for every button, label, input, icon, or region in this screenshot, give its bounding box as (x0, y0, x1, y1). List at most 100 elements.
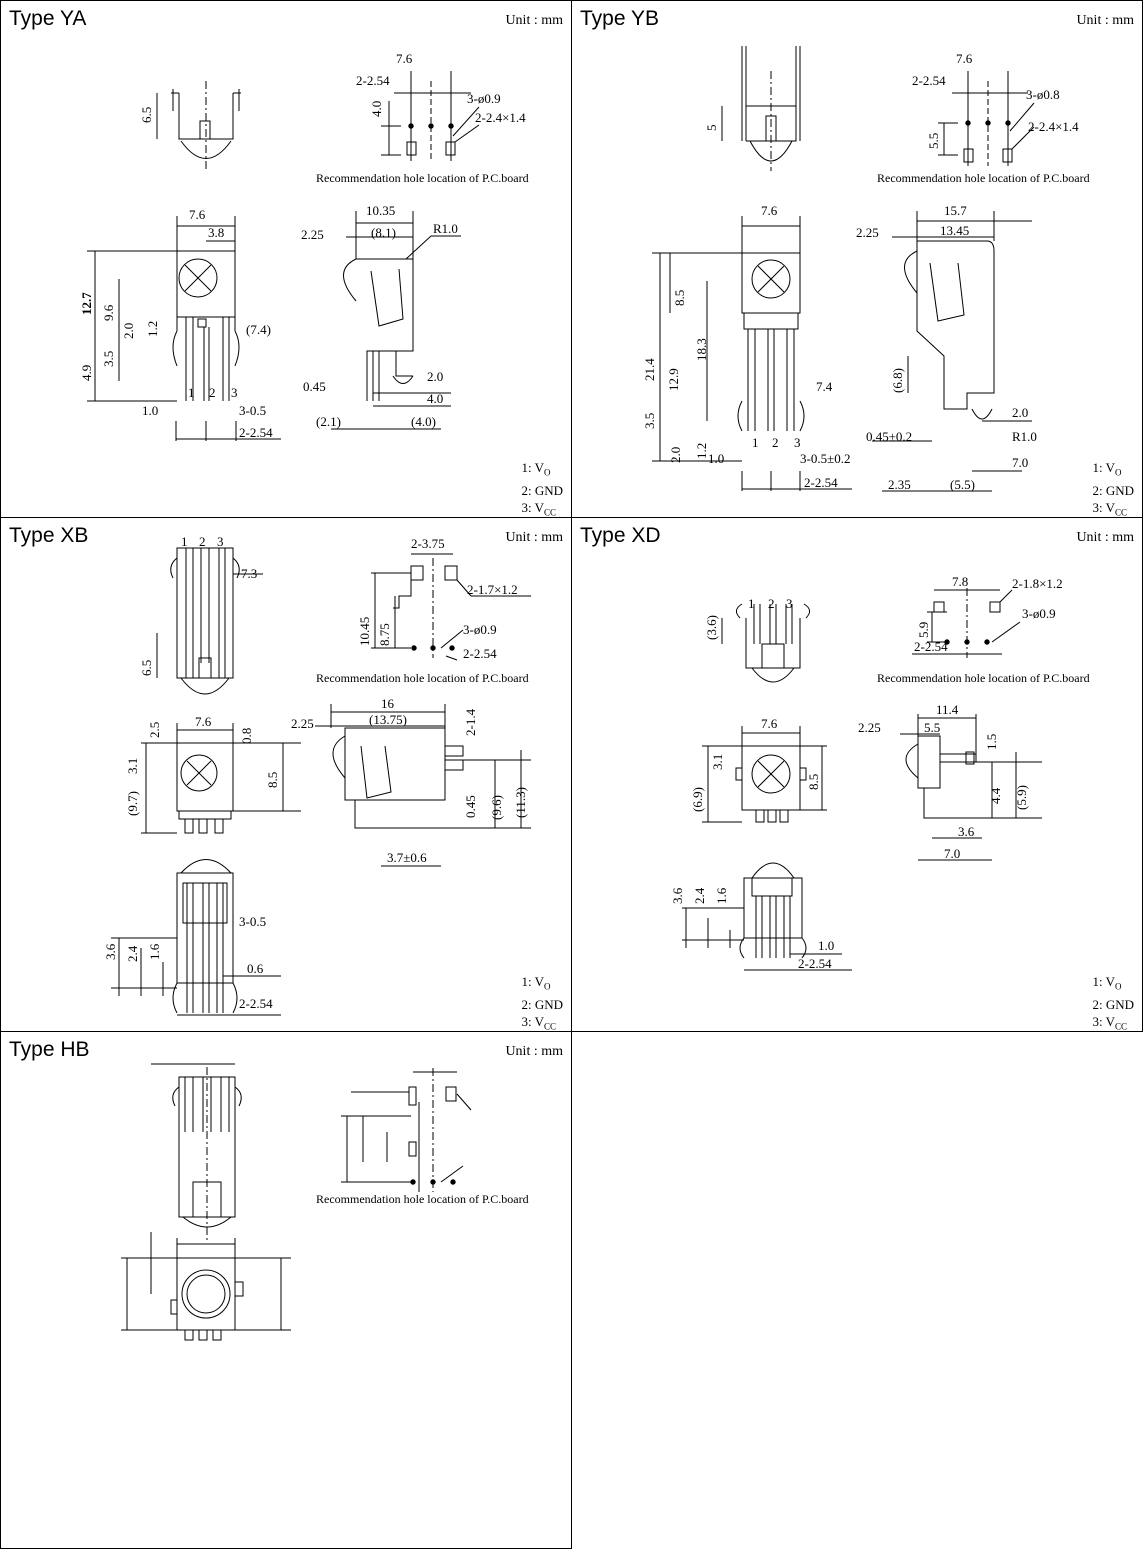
dimension-label: (13.75) (369, 712, 407, 727)
dimension-label: 8.75 (377, 623, 392, 646)
panel-title: Type XB (9, 524, 89, 547)
dimension-label: 0.45 (463, 795, 478, 818)
panel-title: Type YA (9, 7, 87, 30)
dimension-label: 2-3.75 (411, 536, 445, 551)
dimension-label: 7.6 (761, 203, 778, 218)
dimension-label: 3.6 (103, 943, 118, 960)
dimension-label: 3-0.5±0.2 (800, 451, 850, 466)
dimension-label: 2-2.54 (798, 956, 832, 971)
dimension-label: 6.5 (139, 660, 154, 676)
dimension-label: 7.6 (189, 207, 206, 222)
dimension-label: (9.6) (489, 795, 504, 820)
pin-legend: 1: VO 2: GND 3: VCC (1092, 459, 1134, 517)
dimension-label: (2.1) (316, 414, 341, 429)
side-view (872, 211, 1032, 492)
pin-number: 3 (786, 596, 793, 611)
dimension-label: 1.6 (147, 943, 162, 960)
pin-legend-1-sub: O (543, 467, 551, 478)
top-view (721, 46, 801, 171)
unit-label: Unit : mm (1076, 530, 1134, 545)
dimension-label: 4.0 (369, 101, 384, 117)
bottom-view (111, 859, 281, 1016)
dimension-label: 21.4 (642, 358, 657, 381)
panel-title: Type XD (580, 524, 661, 547)
dimension-label: 3.1 (125, 758, 140, 774)
dimension-label: (4.0) (411, 414, 436, 429)
hole-caption: Recommendation hole location of P.C.boar… (316, 171, 529, 185)
pin-legend-1: 1: V (521, 974, 544, 989)
pin-legend-3-sub: CC (543, 1021, 556, 1032)
dimension-label: 2.35 (888, 477, 911, 492)
pin-number: 1 (188, 385, 195, 400)
top-view (156, 547, 263, 695)
dimension-label: 3-0.5 (239, 914, 266, 929)
top-view (156, 81, 241, 171)
hole-caption: Recommendation hole location of P.C.boar… (877, 171, 1090, 185)
dimension-label: 1.2 (694, 443, 709, 459)
dimension-label: (5.9) (1014, 785, 1029, 810)
dimension-label: 7.0 (944, 846, 960, 861)
dimension-label: 2-1.4 (463, 708, 478, 736)
dimension-label: 7.0 (1012, 455, 1028, 470)
dimension-label: 2.25 (291, 716, 314, 731)
dimension-label: 1.0 (708, 451, 724, 466)
dimension-label: 3.5 (101, 351, 116, 367)
dimension-label: 0.8 (239, 728, 254, 744)
dimension-label: 2-2.54 (356, 73, 390, 88)
side-view (331, 211, 461, 430)
top-view (151, 1063, 242, 1242)
panel-type-hb: Type HB Unit : mm Recommendation hole lo… (0, 1031, 572, 1549)
hole-caption: Recommendation hole location of P.C.boar… (316, 1192, 529, 1206)
pin-legend-3: 3: V (521, 499, 544, 515)
pin-number: 2 (199, 534, 206, 549)
panel-type-xb: Type XB Unit : mm Recommendation hole lo… (0, 517, 572, 1032)
dimension-label: 1.0 (818, 938, 834, 953)
dimension-label: 8.5 (672, 290, 687, 306)
drawing-type-ya: 7.6 2-2.54 3-ø0.9 2-2.4×1.4 4.0 6.5 7.6 … (79, 51, 526, 441)
drawing-type-hb (121, 1063, 472, 1341)
side-view (900, 714, 1042, 861)
dimension-label: (8.1) (371, 225, 396, 240)
pin-legend-2: 2: GND (521, 996, 563, 1012)
dimension-label: 2-2.54 (239, 996, 273, 1011)
pin-legend-3: 3: V (1092, 499, 1115, 515)
dimension-label: 2-2.54 (463, 646, 497, 661)
dimension-label: 4.4 (988, 787, 1003, 804)
panel-type-ya: Type YA Unit : mm Recommendation hole lo… (0, 0, 572, 518)
pin-legend: 1: VO 2: GND 3: VCC (521, 973, 563, 1032)
bottom-view (682, 862, 852, 971)
pin-legend-2: 2: GND (521, 482, 563, 498)
pin-number: 3 (231, 385, 238, 400)
panel-title: Type YB (580, 7, 659, 30)
pin-legend: 1: VO 2: GND 3: VCC (1092, 973, 1134, 1031)
dimension-label: 7.6 (396, 51, 413, 66)
panel-title: Type HB (9, 1038, 90, 1061)
dimension-label: 0.45±0.2 (866, 429, 912, 444)
dimension-label: 3-0.5 (239, 403, 266, 418)
dimension-label: 3-ø0.9 (1022, 606, 1056, 621)
dimension-label: (5.5) (950, 477, 975, 492)
dimension-label: 18.3 (694, 338, 709, 361)
dimension-label: 2-2.54 (239, 425, 273, 440)
pin-legend-1: 1: V (521, 460, 544, 475)
pin-legend-1-sub: O (1114, 467, 1122, 478)
dimension-label: 9.6 (101, 304, 116, 321)
dimension-label: 2.25 (858, 720, 881, 735)
hole-pattern (341, 1068, 472, 1192)
drawing-type-yb: 7.6 2-2.54 3-ø0.8 2-2.4×1.4 5.5 5 7.6 15… (642, 46, 1079, 492)
dimension-label: 5.9 (916, 622, 931, 638)
dimension-label: 3.8 (208, 225, 224, 240)
panel-type-yb: Type YB Unit : mm Recommendation hole lo… (571, 0, 1143, 518)
unit-label: Unit : mm (505, 13, 563, 28)
dimension-label: 2.0 (1012, 405, 1028, 420)
dimension-label: (11.3) (513, 787, 528, 818)
dimension-label: 1.6 (714, 887, 729, 904)
pin-legend-2: 2: GND (1092, 996, 1134, 1012)
hole-pattern (912, 588, 1021, 658)
dimension-label: 12.7 (79, 292, 94, 315)
hole-pattern (381, 71, 480, 161)
dimension-label: 3.5 (642, 413, 657, 429)
dimension-label: R1.0 (433, 221, 458, 236)
pin-legend: 1: VO 2: GND 3: VCC (521, 459, 563, 517)
dimension-label: 2-1.7×1.2 (467, 582, 518, 597)
